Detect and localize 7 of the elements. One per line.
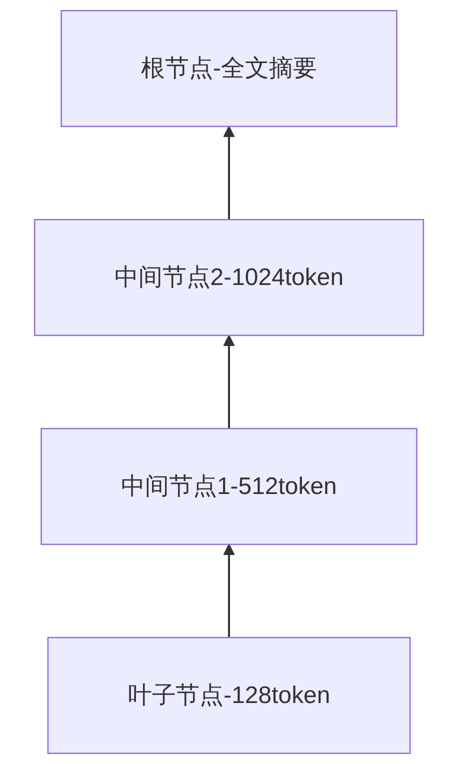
arrow	[223, 334, 235, 429]
arrow	[223, 126, 235, 220]
node-box: 中间节点2-1024token	[34, 218, 424, 336]
arrow	[223, 544, 235, 638]
node-box: 中间节点1-512token	[40, 428, 418, 546]
node-box: 叶子节点-128token	[47, 636, 411, 754]
node-box: 根节点-全文摘要	[60, 10, 398, 128]
